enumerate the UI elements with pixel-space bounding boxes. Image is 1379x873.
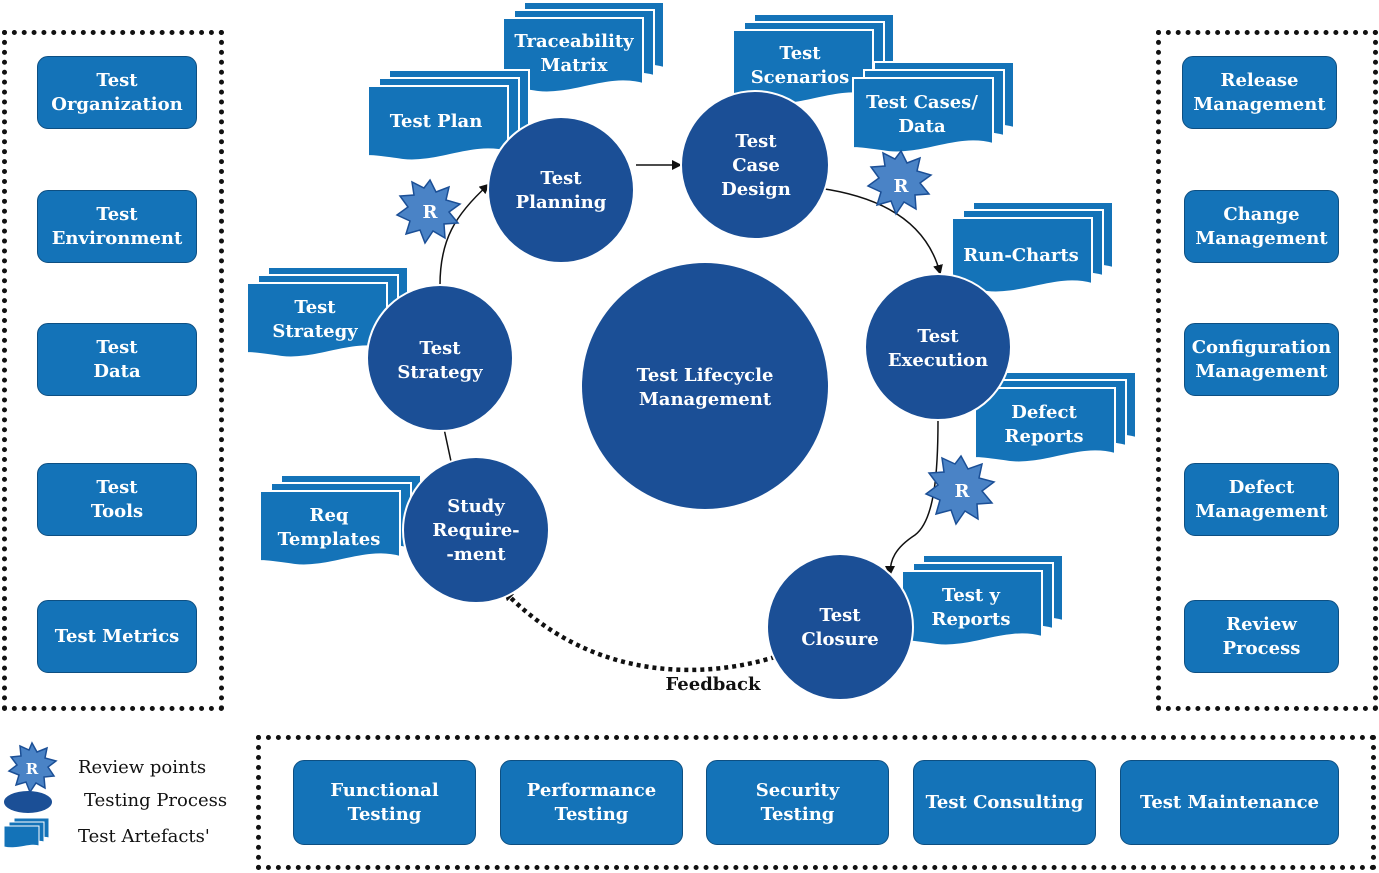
arrow-strategy-to-planning xyxy=(439,183,490,286)
legend-review-points: Review points xyxy=(78,757,207,778)
feedback-label: Feedback xyxy=(666,674,761,695)
box-release-management: Release Management xyxy=(1182,56,1337,129)
legend-test-artefacts: Test Artefacts' xyxy=(78,826,210,847)
box-security-testing: Security Testing xyxy=(706,760,889,845)
box-test-organization: Test Organization xyxy=(37,56,197,129)
process-test-case-design xyxy=(680,90,830,240)
arrow-execution-to-closure xyxy=(885,419,939,576)
box-test-data: Test Data xyxy=(37,323,197,396)
label-run-charts: Run-Charts xyxy=(963,245,1079,266)
review-star-strategy xyxy=(395,178,462,245)
box-test-maintenance: Test Maintenance xyxy=(1120,760,1339,845)
legend-process-ellipse xyxy=(4,791,52,813)
box-test-metrics: Test Metrics xyxy=(37,600,197,673)
process-test-planning xyxy=(487,116,635,264)
review-star-execution xyxy=(924,454,996,526)
process-test-execution xyxy=(864,273,1012,421)
review-label-legend: R xyxy=(26,760,39,778)
feedback-arrow xyxy=(503,590,776,673)
box-defect-management: Defect Management xyxy=(1184,463,1339,536)
box-configuration-management: Configuration Management xyxy=(1184,323,1339,396)
flow-arrows xyxy=(436,160,943,673)
label-test-cases: Test Cases/Data xyxy=(866,92,978,137)
center-circle xyxy=(582,263,828,509)
process-test-closure xyxy=(766,553,914,701)
box-performance-testing: Performance Testing xyxy=(500,760,683,845)
review-star-design xyxy=(866,149,933,216)
box-test-environment: Test Environment xyxy=(37,190,197,263)
left-panel xyxy=(2,30,224,711)
box-test-consulting: Test Consulting xyxy=(913,760,1096,845)
legend-testing-process: Testing Process xyxy=(84,790,228,811)
box-functional-testing: Functional Testing xyxy=(293,760,476,845)
box-test-tools: Test Tools xyxy=(37,463,197,536)
review-label-design: R xyxy=(894,176,910,197)
bottom-panel xyxy=(256,735,1376,870)
arrow-design-to-execution xyxy=(817,187,943,275)
review-label-strategy: R xyxy=(423,202,439,223)
review-label-execution: R xyxy=(955,481,971,502)
box-change-management: Change Management xyxy=(1184,190,1339,263)
process-test-strategy xyxy=(366,284,514,432)
right-panel xyxy=(1156,30,1378,711)
label-test-plan: Test Plan xyxy=(390,111,483,132)
box-review-process: Review Process xyxy=(1184,600,1339,673)
legend-artefact-icon xyxy=(3,817,50,849)
process-study-requirement xyxy=(402,456,550,604)
